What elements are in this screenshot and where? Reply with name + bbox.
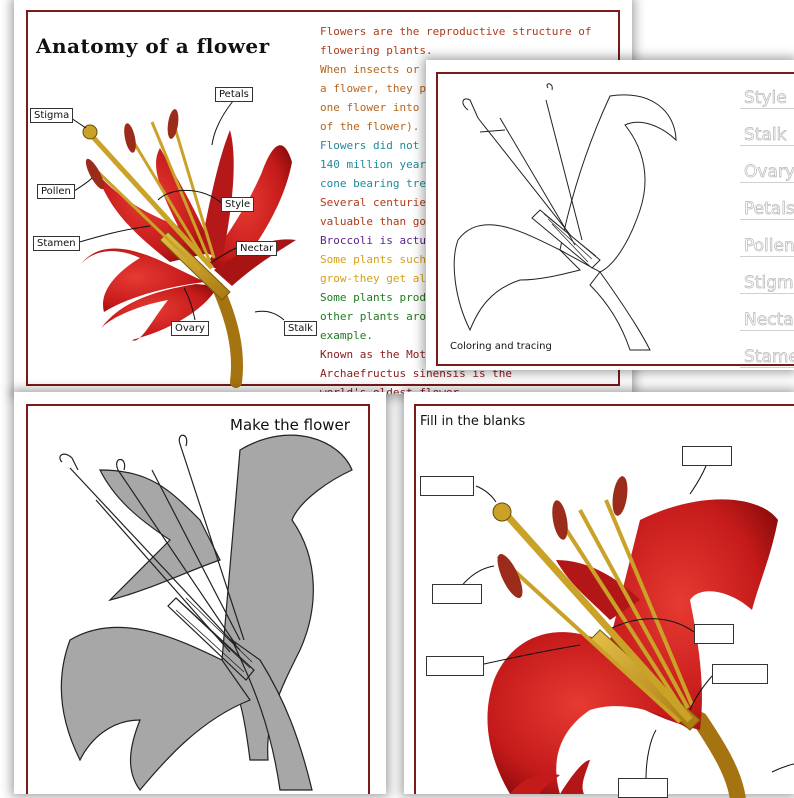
- tracing-word: Nectar: [744, 310, 794, 331]
- tracing-guide-line: [740, 145, 794, 146]
- label-nectar: Nectar: [236, 241, 278, 256]
- paragraph-line: valuable than gold.: [320, 215, 446, 228]
- make-flower-sheet-frame: [26, 404, 370, 794]
- label-style: Style: [221, 197, 255, 212]
- tracing-guide-line: [740, 182, 794, 183]
- paragraph-line: other plants around: [320, 310, 446, 323]
- blank-box-7[interactable]: [618, 778, 668, 798]
- blank-box-2[interactable]: [682, 446, 732, 466]
- paragraph-line: Flowers are the reproductive structure o…: [320, 25, 592, 38]
- paragraph-line: flowering plants.: [320, 44, 433, 57]
- blank-box-1[interactable]: [420, 476, 474, 496]
- paragraph-line: grow-they get all: [320, 272, 433, 285]
- blank-box-6[interactable]: [712, 664, 768, 684]
- tracing-caption: Coloring and tracing: [450, 341, 552, 352]
- tracing-guide-line: [740, 108, 794, 109]
- blank-box-5[interactable]: [426, 656, 484, 676]
- paragraph-line: Some plants produce: [320, 291, 446, 304]
- tracing-word: Petals: [744, 199, 794, 220]
- blank-box-3[interactable]: [432, 584, 482, 604]
- label-stalk: Stalk: [284, 321, 317, 336]
- tracing-word: Stalk: [744, 125, 787, 146]
- paragraph-line: world's oldest flower.: [320, 386, 466, 394]
- tracing-guide-line: [740, 330, 794, 331]
- tracing-guide-line: [740, 256, 794, 257]
- label-petals: Petals: [215, 87, 253, 102]
- make-flower-title: Make the flower: [230, 416, 350, 434]
- blank-box-4[interactable]: [694, 624, 734, 644]
- paragraph-line: example.: [320, 329, 373, 342]
- fill-blanks-title: Fill in the blanks: [420, 414, 526, 429]
- tracing-word: Stigma: [744, 273, 794, 294]
- tracing-guide-line: [740, 367, 794, 368]
- fill-blanks-sheet-frame: [414, 404, 794, 794]
- tracing-word: Pollen: [744, 236, 794, 257]
- label-ovary: Ovary: [171, 321, 209, 336]
- tracing-guide-line: [740, 219, 794, 220]
- anatomy-title: Anatomy of a flower: [36, 34, 270, 58]
- paragraph-line: of the flower).: [320, 120, 420, 133]
- label-stigma: Stigma: [30, 108, 74, 123]
- tracing-guide-line: [740, 293, 794, 294]
- tracing-word: Stamen: [744, 347, 794, 368]
- label-pollen: Pollen: [37, 184, 75, 199]
- tracing-sheet-frame: [436, 72, 794, 366]
- label-stamen: Stamen: [33, 236, 80, 251]
- tracing-word: Ovary: [744, 162, 794, 183]
- paragraph-line: Archaefructus sinensis is the: [320, 367, 513, 380]
- tracing-word: Style: [744, 88, 787, 109]
